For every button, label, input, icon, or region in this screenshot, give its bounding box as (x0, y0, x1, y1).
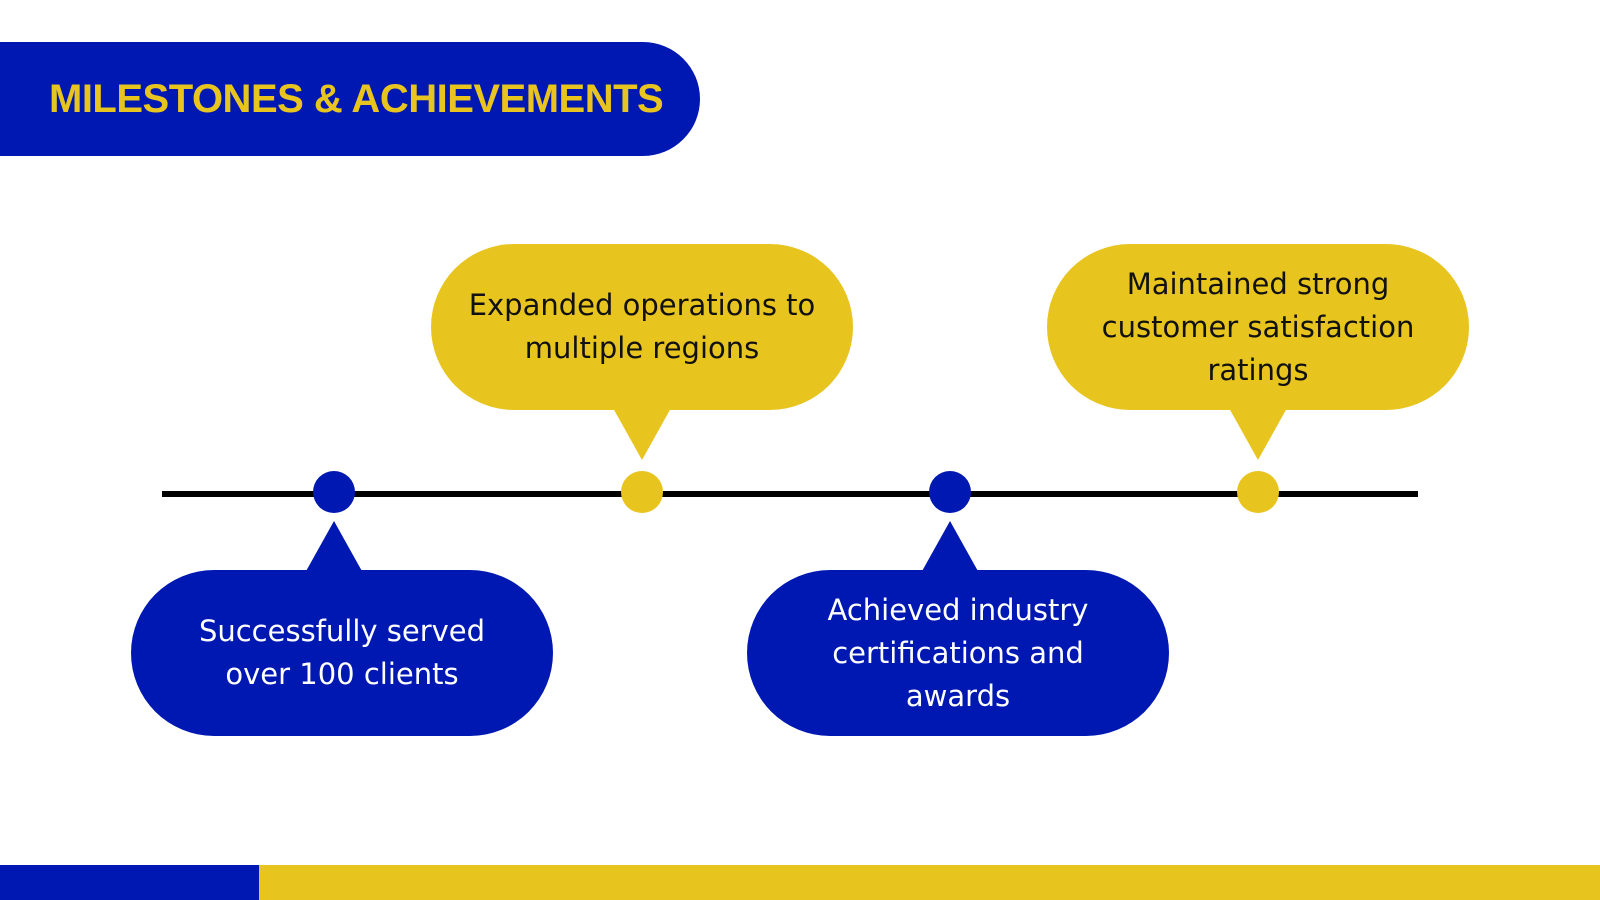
timeline-dot-4 (1237, 471, 1279, 513)
timeline-line (162, 491, 1418, 497)
milestone-bubble-3: Achieved industry certifications and awa… (747, 570, 1169, 736)
pointer-2 (613, 408, 671, 460)
pointer-4 (1229, 408, 1287, 460)
milestone-text-3: Achieved industry certifications and awa… (827, 592, 1089, 713)
page-title: MILESTONES & ACHIEVEMENTS (49, 77, 664, 121)
footer-stripe-blue (0, 865, 259, 900)
milestone-text-1: Successfully served over 100 clients (198, 614, 486, 691)
milestone-text-4: Maintained strong customer satisfaction … (1101, 266, 1415, 387)
title-banner: MILESTONES & ACHIEVEMENTS (0, 42, 700, 156)
pointer-3 (921, 521, 979, 573)
milestone-bubble-4: Maintained strong customer satisfaction … (1047, 244, 1469, 410)
footer-stripe-yellow (259, 865, 1600, 900)
milestone-bubble-1: Successfully served over 100 clients (131, 570, 553, 736)
pointer-1 (305, 521, 363, 573)
milestone-bubble-2: Expanded operations to multiple regions (431, 244, 853, 410)
timeline-dot-3 (929, 471, 971, 513)
timeline-dot-1 (313, 471, 355, 513)
timeline-dot-2 (621, 471, 663, 513)
milestone-text-2: Expanded operations to multiple regions (468, 288, 816, 365)
